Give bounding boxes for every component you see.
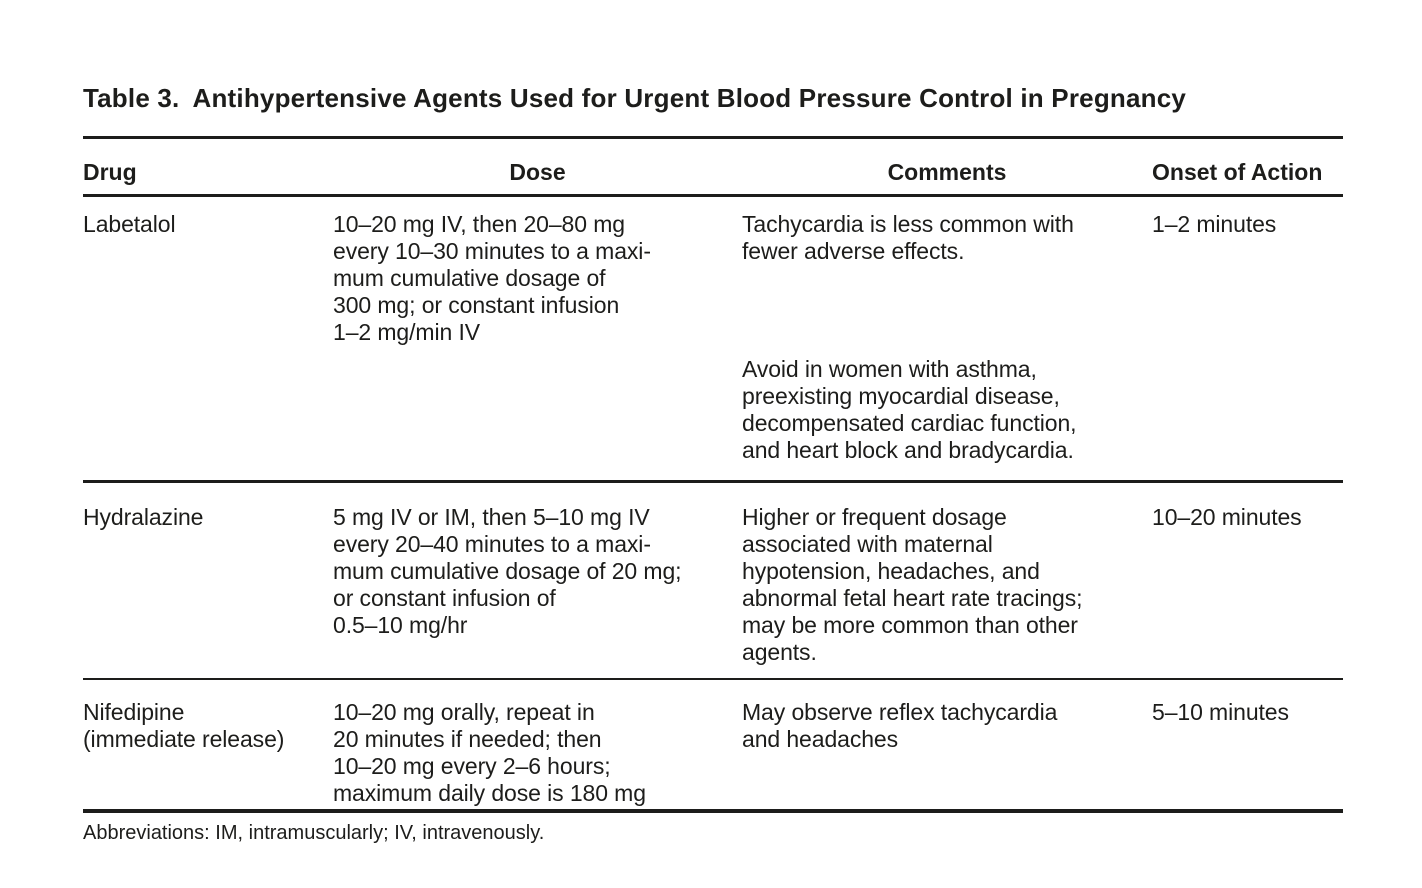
divider-header xyxy=(83,194,1343,197)
comment-paragraph: May observe reflex tachycardia and heada… xyxy=(742,699,1058,752)
column-header-comments: Comments xyxy=(887,159,1007,185)
column-header-dose: Dose xyxy=(509,159,566,185)
table-title: Table 3. Antihypertensive Agents Used for… xyxy=(83,83,1343,113)
table-footnote: Abbreviations: IM, intramuscularly; IV, … xyxy=(83,821,545,844)
cell-dose: 10–20 mg IV, then 20–80 mg every 10–30 m… xyxy=(333,211,651,345)
column-header-drug: Drug xyxy=(83,159,137,185)
table-number-label: Table 3. xyxy=(83,83,180,113)
table-row-nifedipine: Nifedipine (immediate release) 10–20 mg … xyxy=(83,680,1343,809)
cell-drug: Hydralazine xyxy=(83,503,204,530)
comment-paragraph: Tachycardia is less common with fewer ad… xyxy=(742,211,1074,264)
cell-onset: 5–10 minutes xyxy=(1152,699,1289,725)
divider-bottom xyxy=(83,809,1343,813)
comment-paragraph: Avoid in women with asthma, preexisting … xyxy=(742,356,1077,463)
column-header-onset: Onset of Action xyxy=(1152,159,1323,185)
comment-paragraph: Higher or frequent dosage associated wit… xyxy=(742,503,1083,665)
table-row-hydralazine: Hydralazine 5 mg IV or IM, then 5–10 mg … xyxy=(83,483,1343,678)
cell-dose: 5 mg IV or IM, then 5–10 mg IV every 20–… xyxy=(333,503,682,638)
table-container: Table 3. Antihypertensive Agents Used for… xyxy=(83,83,1343,846)
table-row-labetalol: Labetalol 10–20 mg IV, then 20–80 mg eve… xyxy=(83,197,1343,480)
cell-drug: Nifedipine (immediate release) xyxy=(83,699,285,752)
table-title-text: Antihypertensive Agents Used for Urgent … xyxy=(192,83,1187,113)
cell-comments: Tachycardia is less common with fewer ad… xyxy=(742,211,1152,464)
cell-dose: 10–20 mg orally, repeat in 20 minutes if… xyxy=(333,699,646,806)
divider-top xyxy=(83,136,1343,139)
cell-drug: Labetalol xyxy=(83,211,176,237)
cell-onset: 1–2 minutes xyxy=(1152,211,1277,237)
table-header-row: Drug Dose Comments Onset of Action xyxy=(83,139,1343,186)
divider-row xyxy=(83,677,1343,680)
cell-onset: 10–20 minutes xyxy=(1152,503,1302,530)
cell-comments: Higher or frequent dosage associated wit… xyxy=(742,504,1152,666)
cell-comments: May observe reflex tachycardia and heada… xyxy=(742,699,1152,807)
divider-row xyxy=(83,480,1343,483)
